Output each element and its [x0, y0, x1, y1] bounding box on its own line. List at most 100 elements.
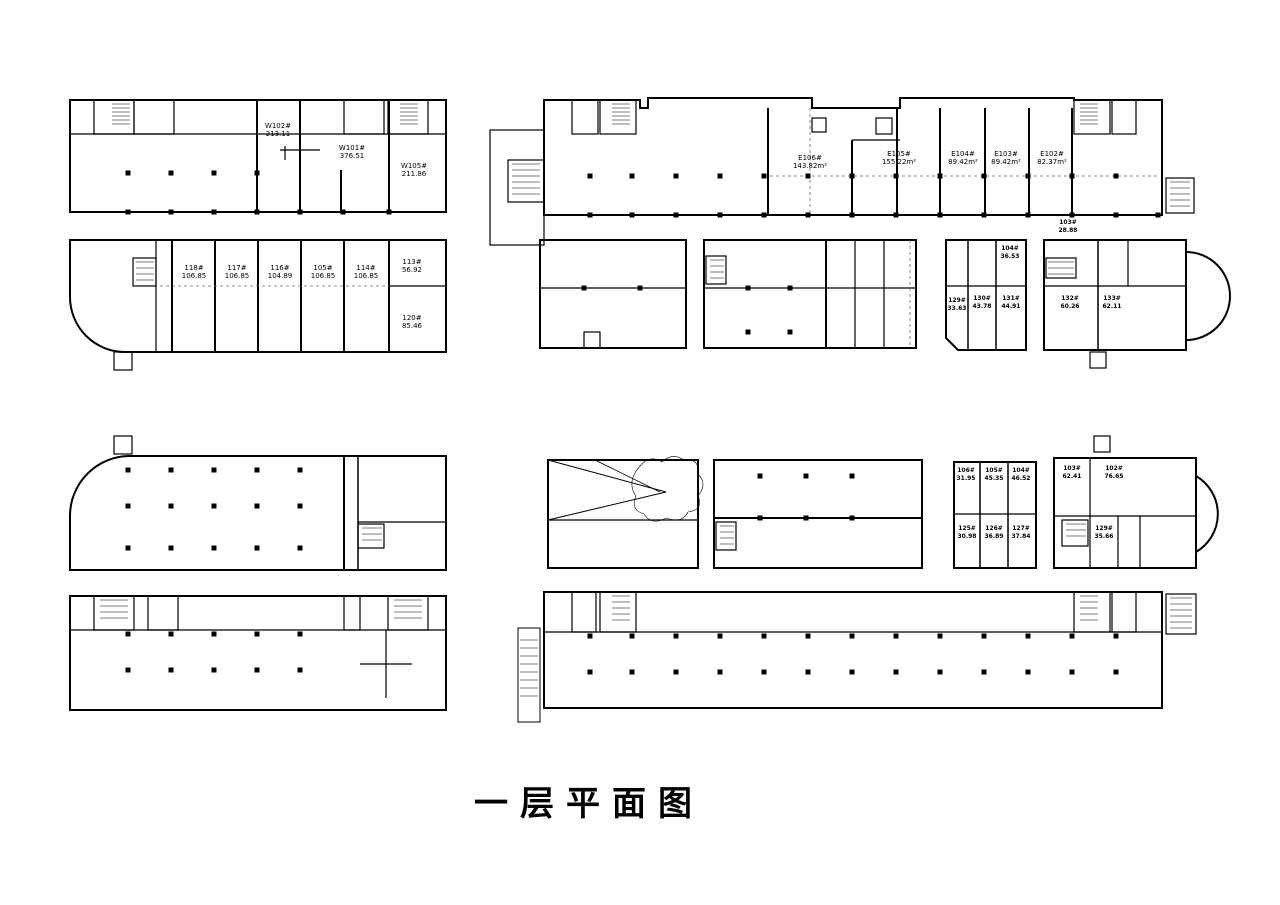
unit-e103-area: 89.42m²: [991, 158, 1021, 166]
column: [1025, 212, 1031, 218]
column: [168, 170, 174, 176]
column: [211, 503, 217, 509]
unit-102-name: 102#: [1105, 465, 1123, 472]
dashed-partitions: [160, 108, 1160, 348]
unit-104a-area: 36.53: [1001, 253, 1020, 260]
unit-131-name: 131#: [1002, 295, 1020, 302]
column: [629, 669, 635, 675]
column: [849, 473, 855, 479]
column: [125, 667, 131, 673]
column: [587, 173, 593, 179]
column: [757, 515, 763, 521]
unit-125-area: 30.98: [958, 533, 977, 540]
column: [673, 173, 679, 179]
column: [168, 631, 174, 637]
column: [981, 173, 987, 179]
column: [805, 212, 811, 218]
unit-130-area: 43.78: [973, 303, 992, 310]
drawing-title: 一层平面图: [474, 784, 704, 824]
block-d2: [703, 239, 917, 349]
column: [893, 173, 899, 179]
column: [803, 515, 809, 521]
column: [787, 329, 793, 335]
column: [673, 633, 679, 639]
column: [849, 669, 855, 675]
column: [805, 633, 811, 639]
column: [581, 285, 587, 291]
unit-129a-area: 33.63: [948, 305, 967, 312]
column: [1069, 212, 1075, 218]
block-br-4: [1053, 435, 1219, 569]
unit-131-area: 44.91: [1002, 303, 1021, 310]
unit-127-name: 127#: [1012, 525, 1030, 532]
unit-e104-name: E104#: [951, 150, 975, 158]
column: [297, 209, 303, 215]
column: [981, 212, 987, 218]
unit-126-name: 126#: [985, 525, 1003, 532]
column: [254, 667, 260, 673]
stair-hatching: [100, 103, 1192, 697]
column: [297, 503, 303, 509]
column: [386, 209, 392, 215]
unit-w101-name: W101#: [339, 144, 365, 152]
column: [1069, 669, 1075, 675]
unit-105b-area: 45.35: [985, 475, 1004, 482]
column: [717, 633, 723, 639]
block-w-units: [69, 99, 447, 213]
column: [761, 633, 767, 639]
column: [629, 212, 635, 218]
column: [254, 209, 260, 215]
block-bottom-left-lower: [69, 595, 447, 711]
column: [125, 209, 131, 215]
unit-132-name: 132#: [1061, 295, 1079, 302]
block-br-3: [953, 461, 1037, 569]
column: [761, 173, 767, 179]
column: [125, 545, 131, 551]
column: [1113, 633, 1119, 639]
column: [168, 503, 174, 509]
column: [297, 631, 303, 637]
column: [937, 633, 943, 639]
column: [254, 503, 260, 509]
unit-120-name: 120#: [402, 314, 421, 322]
unit-129b-name: 129#: [1095, 525, 1113, 532]
column: [297, 467, 303, 473]
block-bottom-left-upper: [69, 435, 447, 571]
column: [125, 631, 131, 637]
column: [1113, 173, 1119, 179]
column: [673, 669, 679, 675]
column: [757, 473, 763, 479]
unit-127-area: 37.84: [1012, 533, 1031, 540]
column: [745, 285, 751, 291]
unit-w101-area: 376.51: [340, 152, 365, 160]
column: [937, 212, 943, 218]
column: [937, 669, 943, 675]
column: [805, 173, 811, 179]
column: [254, 545, 260, 551]
column: [168, 209, 174, 215]
column: [1025, 633, 1031, 639]
unit-e103-name: E103#: [994, 150, 1018, 158]
column: [1069, 173, 1075, 179]
column: [340, 209, 346, 215]
column: [168, 667, 174, 673]
unit-113-area: 56.92: [402, 266, 422, 274]
column: [587, 212, 593, 218]
column: [717, 669, 723, 675]
unit-105a-area: 106.85: [311, 272, 336, 280]
unit-103a-area: 28.88: [1059, 227, 1078, 234]
unit-w105-name: W105#: [401, 162, 427, 170]
unit-129a-name: 129#: [948, 297, 966, 304]
unit-104a-name: 104#: [1001, 245, 1019, 252]
column: [893, 212, 899, 218]
column: [211, 667, 217, 673]
column-grid: [125, 170, 1161, 675]
column: [787, 285, 793, 291]
column: [125, 467, 131, 473]
column: [254, 631, 260, 637]
column: [629, 633, 635, 639]
unit-106-area: 31.95: [957, 475, 976, 482]
unit-132-area: 60.26: [1061, 303, 1080, 310]
column: [125, 170, 131, 176]
column: [297, 545, 303, 551]
